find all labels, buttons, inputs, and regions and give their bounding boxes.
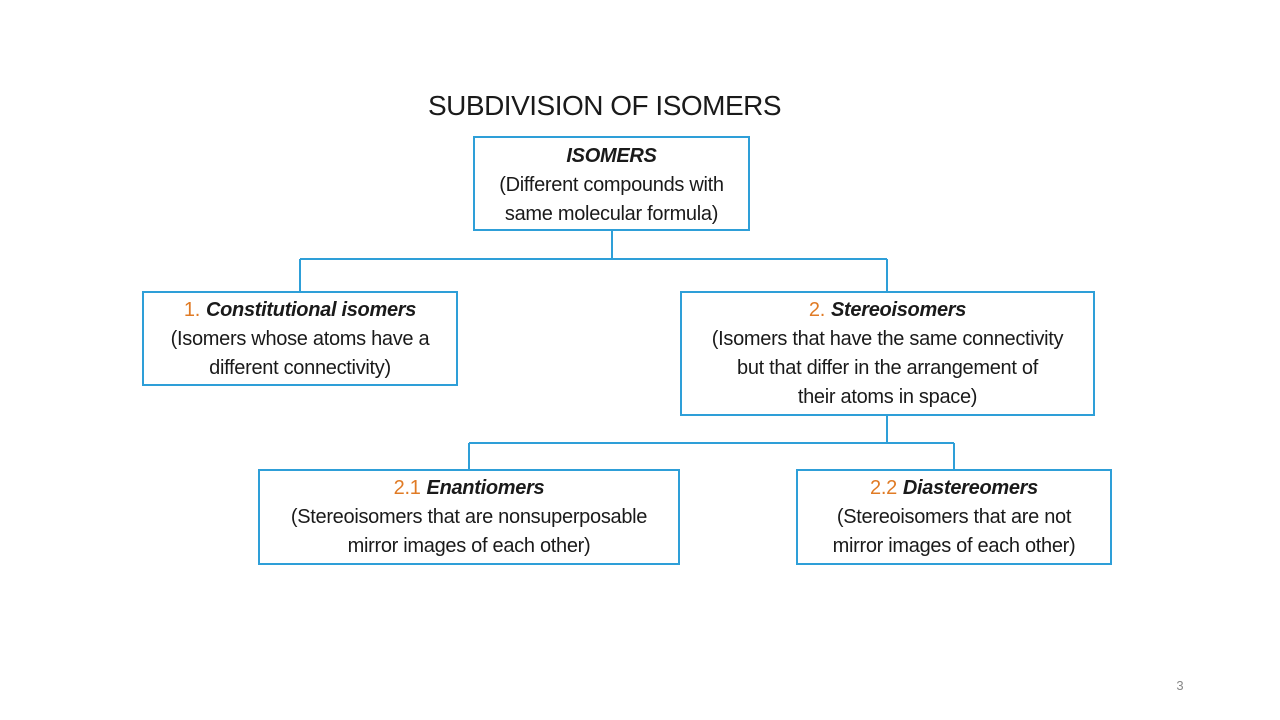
node-constitutional-isomers: 1. Constitutional isomers (Isomers whose … bbox=[142, 291, 458, 386]
node-stereo-number: 2. bbox=[808, 299, 826, 321]
node-enantiomers-desc-line-2: mirror images of each other) bbox=[347, 535, 591, 557]
node-isomers-desc-line-2: same molecular formula) bbox=[504, 203, 719, 225]
node-stereoisomers: 2.Stereoisomers (Isomers that have the s… bbox=[680, 291, 1095, 416]
node-diastereomers-number: 2.2 bbox=[870, 477, 897, 499]
node-enantiomers-heading: Enantiomers bbox=[426, 477, 545, 499]
node-isomers: ISOMERS (Different compounds with same m… bbox=[473, 136, 750, 231]
node-diastereomers-desc-line-1: (Stereoisomers that are not bbox=[836, 506, 1072, 528]
node-constitutional-heading: Constitutional isomers bbox=[206, 299, 417, 321]
node-isomers-heading: ISOMERS bbox=[566, 145, 657, 167]
node-constitutional-number: 1. bbox=[183, 299, 200, 321]
node-diastereomers-desc-line-2: mirror images of each other) bbox=[832, 535, 1076, 557]
diagram-title: SUBDIVISION OF ISOMERS bbox=[428, 90, 782, 121]
node-constitutional-desc-line-2: different connectivity) bbox=[209, 357, 391, 379]
node-constitutional-heading-row: 1. Constitutional isomers bbox=[144, 296, 456, 325]
node-stereo-heading: Stereoisomers bbox=[831, 299, 967, 321]
node-isomers-desc-line-1: (Different compounds with bbox=[499, 174, 724, 196]
node-constitutional-desc-line-1: (Isomers whose atoms have a bbox=[170, 328, 430, 350]
node-stereo-desc-line-3: their atoms in space) bbox=[797, 386, 978, 408]
node-stereo-heading-row: 2.Stereoisomers bbox=[682, 296, 1093, 325]
page-number: 3 bbox=[1176, 678, 1184, 693]
node-enantiomers-number: 2.1 bbox=[393, 477, 421, 499]
node-stereo-desc-line-2: but that differ in the arrangement of bbox=[737, 357, 1038, 379]
node-enantiomers-desc-line-1: (Stereoisomers that are nonsuperposable bbox=[290, 506, 648, 528]
node-stereo-desc-line-1: (Isomers that have the same connectivity bbox=[711, 328, 1064, 350]
node-diastereomers-heading: Diastereomers bbox=[902, 477, 1038, 499]
